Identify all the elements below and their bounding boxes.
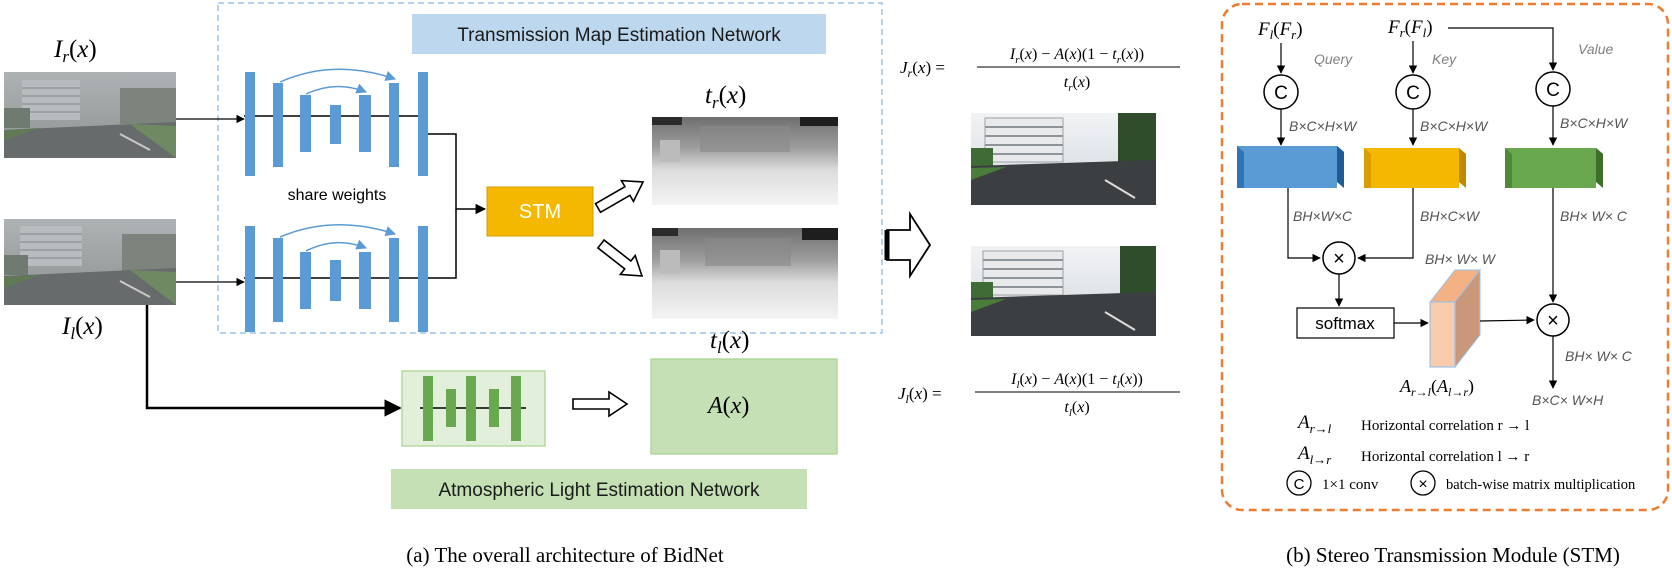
svg-text:batch-wise matrix multiplicati: batch-wise matrix multiplication [1446,477,1636,493]
tmen-title: Transmission Map Estimation Network [457,25,781,46]
attention-map-block [1428,268,1482,369]
svg-text:tr(x): tr(x) [1064,74,1091,94]
atmos-output-label: A(x) [706,393,749,419]
attention-dim: BH× W× W [1425,251,1497,267]
svg-text:×: × [1418,476,1427,493]
softmax-box [1296,307,1395,339]
svg-text:Ar→l: Ar→l [1296,412,1332,436]
dim-query: B×C×H×W [1289,118,1358,134]
input-left-label: Il(x) [61,313,103,343]
arrow-upper-to-stm [428,133,487,215]
matmul-output: × [1536,303,1570,337]
arrow-key-to-value-conv [1448,27,1558,71]
key-input-label: Fr(Fl) [1387,17,1433,40]
arrow-key-to-matmul [1357,188,1414,263]
tmen-title-bg [412,14,826,54]
value-role-label: Value [1578,41,1614,57]
svg-text:Horizontal correlation r → l: Horizontal correlation r → l [1361,418,1529,434]
input-image-right [4,72,176,158]
svg-text:1×1 conv: 1×1 conv [1322,477,1379,493]
hollow-arrow-to-outputs [884,210,932,280]
t-left-label: tl(x) [710,327,749,357]
tmen-box [217,2,883,334]
svg-text:C: C [1294,476,1305,493]
svg-text:tl(x): tl(x) [1064,399,1089,419]
output-image-right [971,113,1156,205]
arrow-query-to-matmul [1287,188,1321,263]
arrow-to-alen [145,305,402,417]
transmission-map-right [652,117,838,205]
encoder-decoder-lower [244,223,428,332]
arrow-lower-to-stm [428,209,457,279]
caption-b: (b) Stereo Transmission Module (STM) [1286,543,1620,567]
svg-text:×: × [1333,248,1345,270]
softmax-label: softmax [1315,314,1375,333]
query-input-label: Fl(Fr) [1257,19,1303,42]
output-image-left [971,246,1156,336]
key-role-label: Key [1432,51,1457,67]
caption-a: (a) The overall architecture of BidNet [406,543,724,567]
alen-title: Atmospheric Light Estimation Network [438,480,760,501]
conv-value: C [1535,71,1571,107]
input-image-left [4,219,176,305]
arrow-attention-to-matmul [1479,315,1535,325]
alen-title-bg [391,469,807,509]
formula-right: Jr(x) = Ir(x) − A(x)(1 − tr(x)) tr(x) [900,46,1180,94]
svg-text:Jl(x) =: Jl(x) = [898,384,942,406]
formula-left: Jl(x) = Il(x) − A(x)(1 − tl(x)) tl(x) [898,371,1180,419]
reshape-dim-key: BH×C×W [1420,208,1481,224]
svg-text:C: C [1546,80,1560,101]
svg-text:Al→r: Al→r [1296,443,1332,467]
stm-block-label: STM [519,201,561,223]
input-right-label: Ir(x) [53,36,97,66]
stm-panel-border [1220,2,1670,512]
svg-text:C: C [1406,83,1420,104]
legend-row-l-to-r: Al→r Horizontal correlation l → r [1296,443,1529,467]
hollow-arrow-to-atmos [572,390,629,418]
svg-text:Il(x) − A(x)(1 − tl(x)): Il(x) − A(x)(1 − tl(x)) [1010,371,1143,391]
value-feature-block [1505,148,1603,188]
reshape-dim-value: BH× W× C [1560,208,1628,224]
svg-text:Jr(x) =: Jr(x) = [900,58,945,80]
key-feature-block [1364,148,1466,188]
query-feature-block [1237,146,1344,188]
share-weights-label: share weights [288,187,387,204]
svg-text:Ir(x) − A(x)(1 − tr(x)): Ir(x) − A(x)(1 − tr(x)) [1009,46,1144,66]
output-dim-1: BH× W× C [1565,348,1633,364]
alen-network [401,370,546,447]
stm-block [486,186,594,237]
svg-text:Horizontal correlation l → r: Horizontal correlation l → r [1361,449,1529,465]
legend-conv: C 1×1 conv [1286,470,1379,496]
reshape-dim-query: BH×W×C [1293,208,1353,224]
attention-label: Ar→l(Al→r) [1399,376,1474,399]
dim-value: B×C×H×W [1560,115,1629,131]
hollow-arrow-to-tl [596,238,644,277]
query-role-label: Query [1314,51,1353,67]
output-dim-2: B×C× W×H [1532,392,1604,408]
conv-query: C [1263,74,1299,110]
svg-text:×: × [1547,310,1559,332]
transmission-map-left [652,228,838,319]
legend-mult: × batch-wise matrix multiplication [1410,470,1636,496]
legend-row-r-to-l: Ar→l Horizontal correlation r → l [1296,412,1529,436]
matmul-attention: × [1322,241,1356,275]
atmos-output-box [650,358,838,455]
dim-key: B×C×H×W [1420,118,1489,134]
conv-key: C [1395,74,1431,110]
t-right-label: tr(x) [705,82,746,112]
hollow-arrow-to-tr [594,179,645,214]
encoder-decoder-upper [244,68,428,176]
svg-text:C: C [1274,83,1288,104]
